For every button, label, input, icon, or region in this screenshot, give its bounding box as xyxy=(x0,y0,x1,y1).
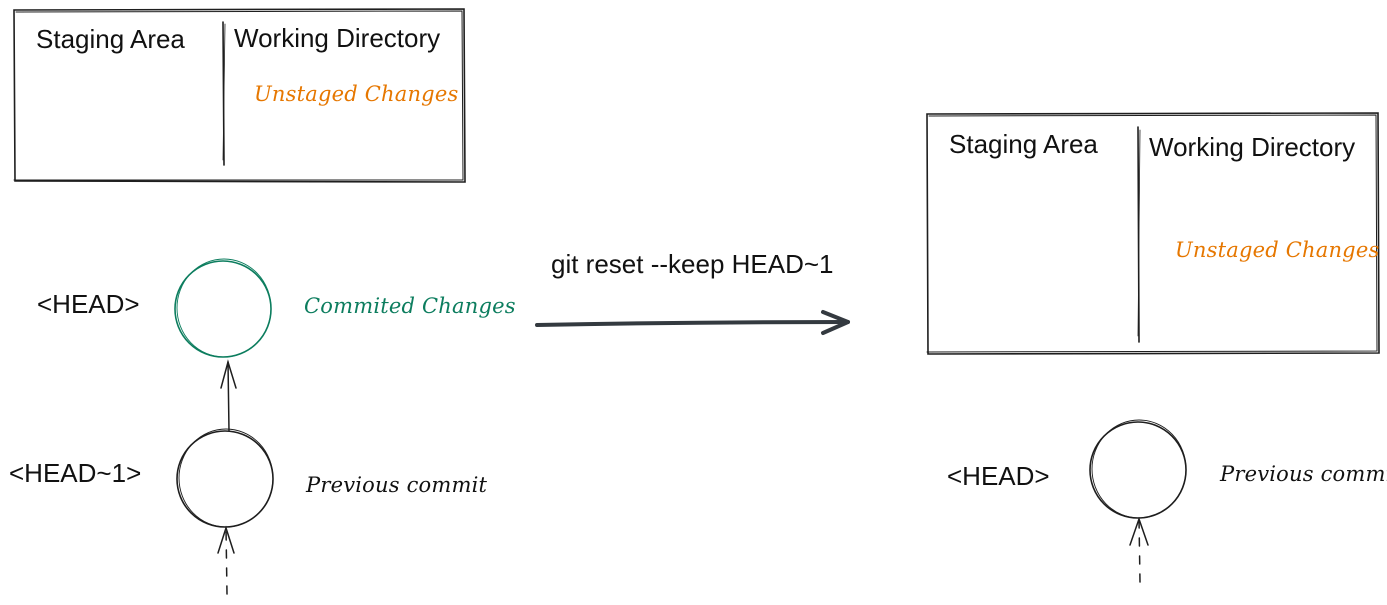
history-arrow-right xyxy=(1129,516,1149,583)
before-divider xyxy=(222,21,225,166)
command-label: git reset --keep HEAD~1 xyxy=(551,249,834,279)
after-divider xyxy=(1137,126,1140,343)
after-staging-label: Staging Area xyxy=(949,129,1098,159)
parent-arrow xyxy=(220,359,237,432)
after-head-note: Previous commit xyxy=(1220,462,1387,486)
after-working-label: Working Directory xyxy=(1149,132,1356,162)
after-head-label: <HEAD> xyxy=(947,461,1050,491)
before-head-label: <HEAD> xyxy=(37,289,140,319)
after-head-circle xyxy=(1089,419,1187,519)
before-staging-label: Staging Area xyxy=(36,24,185,54)
after-unstaged-note: Unstaged Changes xyxy=(1175,238,1380,262)
history-arrow-left xyxy=(217,525,235,595)
after-index-box xyxy=(926,112,1380,355)
prev-commit-circle xyxy=(176,428,274,528)
before-unstaged-note: Unstaged Changes xyxy=(254,82,459,106)
committed-changes-note: Commited Changes xyxy=(304,294,516,318)
before-working-label: Working Directory xyxy=(234,23,441,53)
before-index-box xyxy=(13,8,466,183)
reset-arrow xyxy=(535,310,850,335)
before-prev-label: <HEAD~1> xyxy=(9,458,142,488)
before-prev-note: Previous commit xyxy=(306,473,488,497)
head-commit-circle xyxy=(174,258,272,358)
